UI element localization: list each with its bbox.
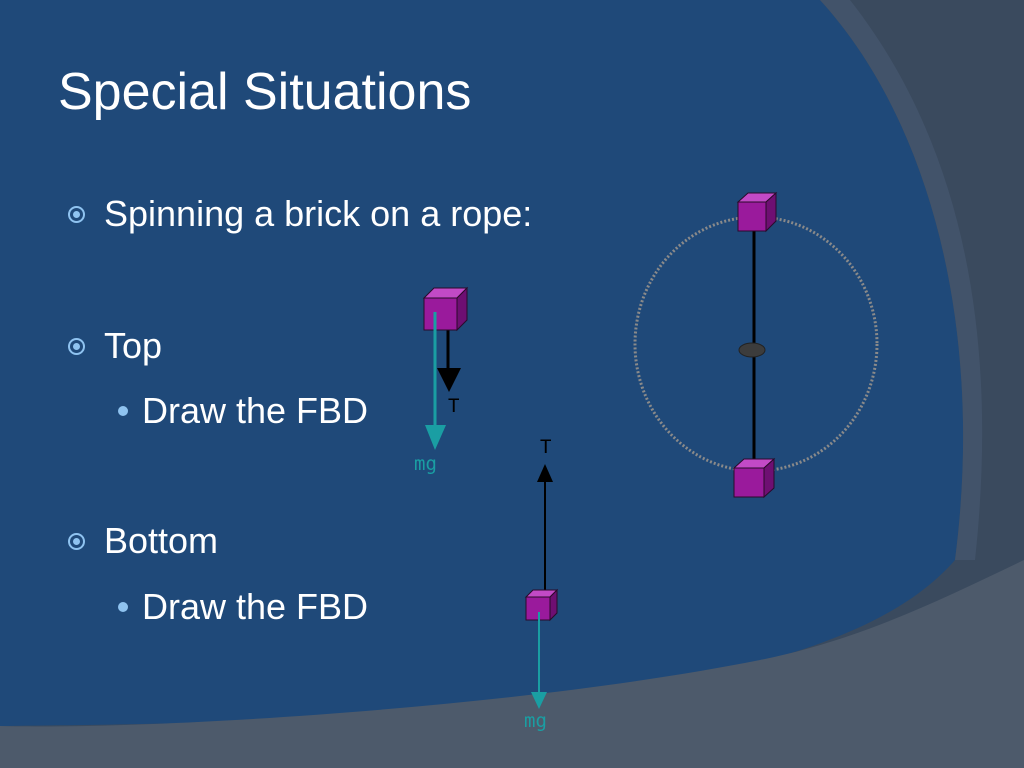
weight-label: mg — [524, 710, 547, 732]
subbullet-bottom-fbd: Draw the FBD — [118, 586, 368, 628]
corner-band — [820, 0, 983, 560]
bullet-text: Bottom — [104, 520, 219, 561]
main-panel — [0, 0, 964, 726]
brick-at-bottom — [732, 457, 776, 499]
bottom-fbd: T mg — [524, 436, 559, 732]
bullet-spinning: Spinning a brick on a rope: — [68, 193, 532, 235]
bullet-text: Draw the FBD — [142, 586, 369, 627]
circle-bullet-icon — [68, 205, 85, 223]
dot-bullet-icon — [118, 602, 128, 612]
subbullet-top-fbd: Draw the FBD — [118, 390, 368, 432]
bullet-text: Draw the FBD — [142, 390, 369, 431]
spinning-brick-illustration — [633, 191, 879, 499]
brick-top — [422, 286, 469, 332]
bullet-top: Top — [68, 325, 162, 367]
circle-bullet-icon — [68, 337, 85, 355]
top-fbd: T mg — [414, 286, 469, 475]
weight-arrow-head — [425, 425, 446, 450]
weight-label: mg — [414, 453, 437, 475]
tension-arrow-head — [537, 464, 553, 482]
brick-bottom — [524, 588, 559, 622]
bullet-text: Spinning a brick on a rope: — [104, 193, 533, 234]
dot-bullet-icon — [118, 406, 128, 416]
slide-title: Special Situations — [58, 63, 472, 121]
bullet-bottom: Bottom — [68, 520, 218, 562]
weight-arrow-head — [531, 692, 547, 709]
pivot-point — [738, 342, 766, 358]
bottom-band — [0, 560, 1024, 768]
bullet-text: Top — [104, 325, 163, 366]
tension-label: T — [448, 395, 459, 417]
tension-arrow-head — [437, 368, 461, 392]
circle-bullet-icon — [68, 532, 85, 550]
tension-label: T — [540, 436, 551, 458]
brick-at-top — [736, 191, 778, 233]
